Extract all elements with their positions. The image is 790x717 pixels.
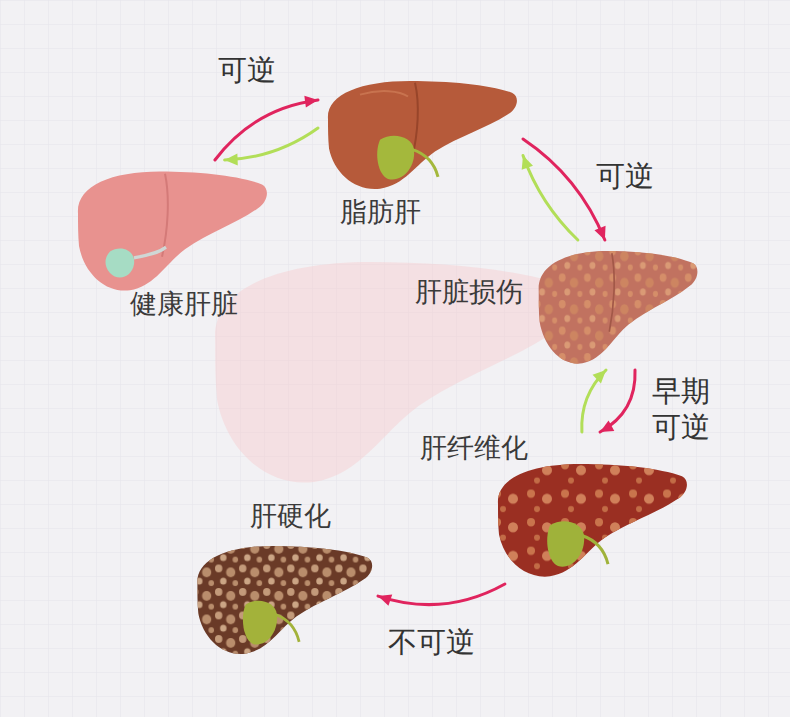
- arrow-line: [582, 370, 606, 432]
- stage-label: 肝硬化: [250, 500, 331, 532]
- progress-arrow: [600, 370, 635, 432]
- stage-label: 肝纤维化: [420, 432, 528, 464]
- liver-stage-node: 脂肪肝: [318, 75, 523, 231]
- liver-stage-node: 健康肝脏: [65, 160, 275, 325]
- progress-arrow: [523, 139, 606, 240]
- arrow-line: [378, 584, 505, 605]
- liver-stage-node: 肝硬化: [188, 500, 378, 658]
- arrow-line: [225, 128, 318, 160]
- arrow-head: [225, 154, 238, 166]
- liver-stage-node: 肝脏损伤: [412, 240, 702, 370]
- arrow-head: [593, 370, 606, 383]
- progress-arrow: [378, 584, 505, 606]
- arrow-head: [378, 594, 392, 605]
- arrow-line: [523, 139, 605, 240]
- progress-arrow: [225, 128, 318, 166]
- progress-arrow: [582, 370, 606, 432]
- arrow-head: [600, 420, 614, 432]
- liver-stage-node: 肝纤维化: [418, 432, 693, 584]
- arrow-label: 早期 可逆: [652, 373, 716, 446]
- arrow-head: [522, 155, 533, 169]
- stage-label: 健康肝脏: [130, 288, 238, 320]
- progress-arrow: [215, 96, 318, 160]
- stage-label: 脂肪肝: [340, 196, 421, 228]
- arrow-line: [215, 100, 318, 160]
- arrow-head: [594, 226, 605, 240]
- arrow-label: 不可逆: [388, 624, 488, 660]
- progress-arrow: [522, 155, 578, 240]
- arrow-line: [523, 155, 578, 240]
- arrow-line: [600, 370, 635, 432]
- arrow-label: 可逆: [218, 52, 288, 88]
- arrow-head: [304, 96, 318, 108]
- stage-label: 肝脏损伤: [415, 276, 523, 308]
- arrow-label: 可逆: [596, 158, 666, 194]
